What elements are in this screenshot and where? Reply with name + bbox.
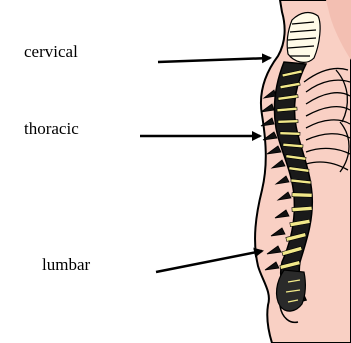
cervical-vertebrae	[287, 13, 320, 63]
cervical-arrow	[158, 58, 270, 62]
lumbar-arrow	[156, 251, 262, 272]
